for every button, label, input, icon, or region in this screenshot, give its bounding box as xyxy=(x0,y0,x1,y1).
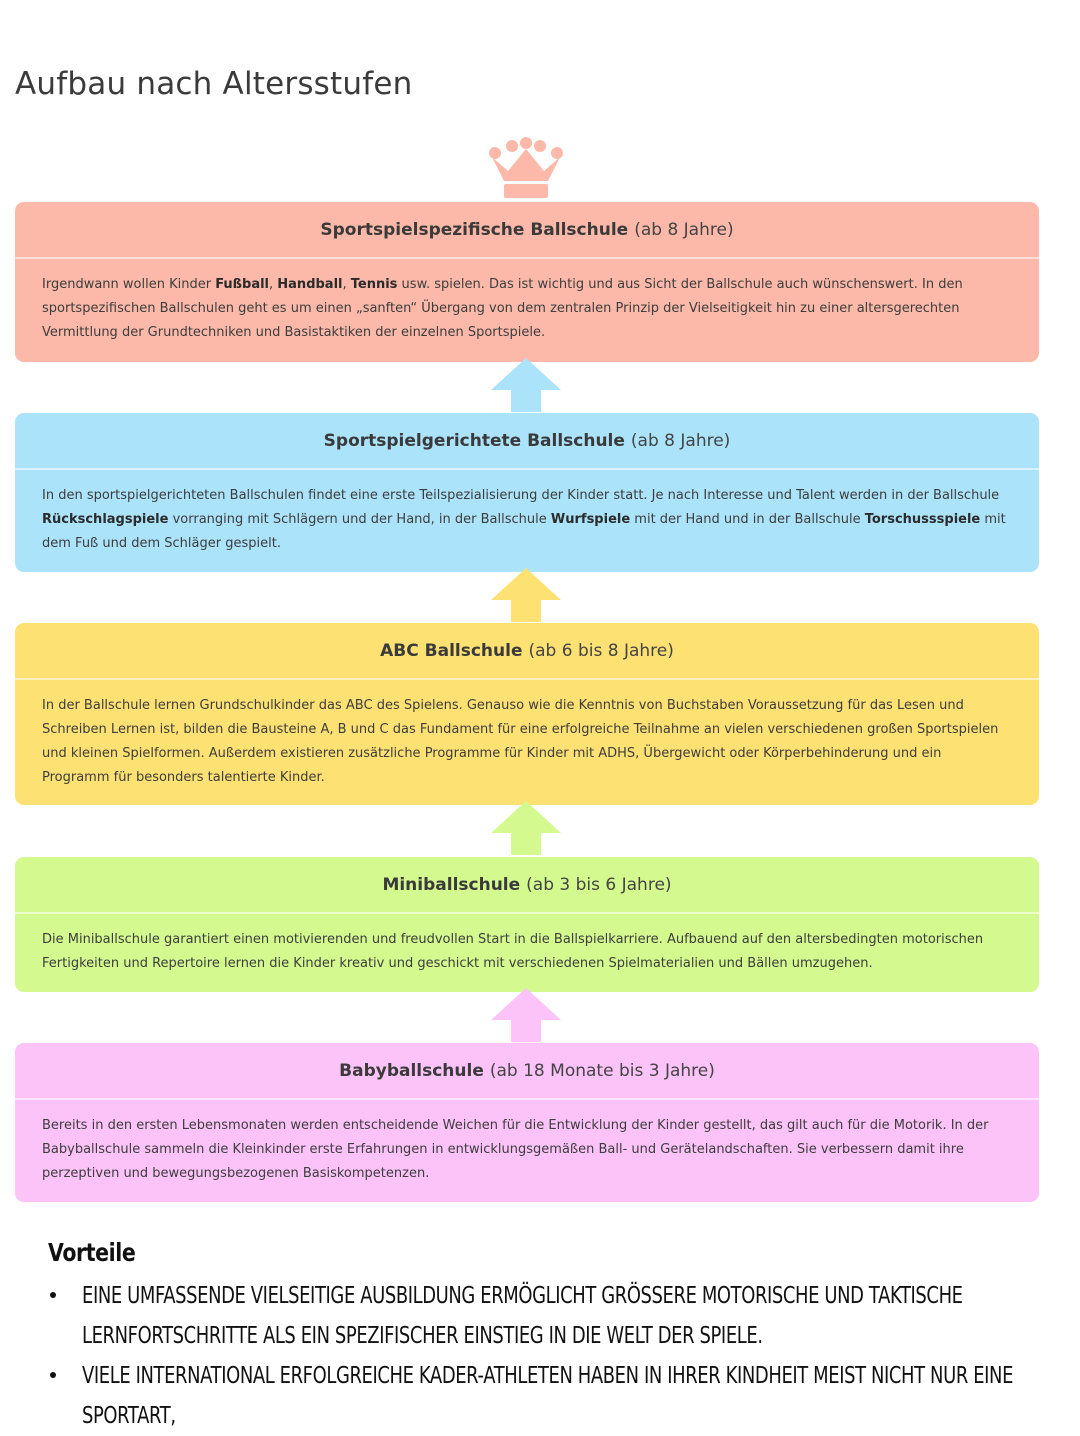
bullet-icon xyxy=(50,1372,56,1378)
vorteile-heading: Vorteile xyxy=(48,1238,136,1267)
level-name: Miniballschule xyxy=(382,874,521,895)
text-run: , xyxy=(269,277,278,292)
text-run: Die Miniballschule garantiert einen moti… xyxy=(42,932,984,971)
level-header: Miniballschule (ab 3 bis 6 Jahre) xyxy=(15,857,1039,914)
level-description: Die Miniballschule garantiert einen moti… xyxy=(15,914,1039,986)
bold-term: Fußball xyxy=(215,277,270,292)
bullet-icon xyxy=(50,1292,56,1298)
level-box-abc: ABC Ballschule (ab 6 bis 8 Jahre) In der… xyxy=(15,623,1039,805)
vorteile-list: Eine umfassende vielseitige Ausbildung e… xyxy=(48,1276,1068,1436)
arrow-up-icon xyxy=(491,568,561,622)
level-header: Sportspielgerichtete Ballschule (ab 8 Ja… xyxy=(15,413,1039,470)
level-name: ABC Ballschule xyxy=(380,640,523,661)
level-description: Irgendwann wollen Kinder Fußball, Handba… xyxy=(15,259,1039,355)
level-box-sportspielspezifisch: Sportspielspezifische Ballschule (ab 8 J… xyxy=(15,202,1039,362)
text-run: Irgendwann wollen Kinder xyxy=(42,277,216,292)
list-item: Viele international erfolgreiche Kader-A… xyxy=(48,1356,1068,1436)
text-run: , xyxy=(342,277,351,292)
text-run: mit der Hand und in der Ballschule xyxy=(630,512,865,527)
arrow-up-icon xyxy=(491,801,561,855)
level-age: (ab 6 bis 8 Jahre) xyxy=(528,640,674,661)
arrow-up-icon xyxy=(491,358,561,412)
text-run: usw. spielen. Das ist wichtig und aus Si… xyxy=(42,277,963,340)
bold-term: Tennis xyxy=(350,277,398,292)
bold-term: Torschussspiele xyxy=(864,512,981,527)
level-age: (ab 8 Jahre) xyxy=(634,219,734,240)
text-run: In der Ballschule lernen Grundschulkinde… xyxy=(42,698,999,785)
level-header: ABC Ballschule (ab 6 bis 8 Jahre) xyxy=(15,623,1039,680)
list-item-text: Viele international erfolgreiche Kader-A… xyxy=(82,1363,1014,1429)
level-box-sportspielgerichtet: Sportspielgerichtete Ballschule (ab 8 Ja… xyxy=(15,413,1039,572)
list-item-text: Eine umfassende vielseitige Ausbildung e… xyxy=(82,1283,963,1349)
bold-term: Wurfspiele xyxy=(550,512,631,527)
level-age: (ab 8 Jahre) xyxy=(630,430,731,451)
text-run: vorranging mit Schlägern und der Hand, i… xyxy=(168,512,551,527)
level-description: In der Ballschule lernen Grundschulkinde… xyxy=(15,680,1039,800)
list-item: Eine umfassende vielseitige Ausbildung e… xyxy=(48,1276,1068,1356)
level-header: Babyballschule (ab 18 Monate bis 3 Jahre… xyxy=(15,1043,1039,1100)
level-description: Bereits in den ersten Lebensmonaten werd… xyxy=(15,1100,1039,1196)
level-name: Sportspielspezifische Ballschule xyxy=(320,219,629,240)
text-run: Bereits in den ersten Lebensmonaten werd… xyxy=(42,1118,989,1181)
crown-icon xyxy=(489,137,563,198)
page-title: Aufbau nach Altersstufen xyxy=(15,66,413,102)
level-description: In den sportspielgerichteten Ballschulen… xyxy=(15,470,1039,566)
level-header: Sportspielspezifische Ballschule (ab 8 J… xyxy=(15,202,1039,259)
level-name: Sportspielgerichtete Ballschule xyxy=(323,430,625,451)
text-run: In den sportspielgerichteten Ballschulen… xyxy=(42,488,1000,503)
level-age: (ab 18 Monate bis 3 Jahre) xyxy=(489,1060,715,1081)
level-box-baby: Babyballschule (ab 18 Monate bis 3 Jahre… xyxy=(15,1043,1039,1202)
level-box-mini: Miniballschule (ab 3 bis 6 Jahre) Die Mi… xyxy=(15,857,1039,992)
text-run: mit dem Fuß und dem Schläger gespielt. xyxy=(42,512,1006,551)
level-age: (ab 3 bis 6 Jahre) xyxy=(526,874,672,895)
level-name: Babyballschule xyxy=(339,1060,484,1081)
bold-term: Rückschlagspiele xyxy=(42,512,169,527)
arrow-up-icon xyxy=(491,988,561,1042)
bold-term: Handball xyxy=(277,277,343,292)
